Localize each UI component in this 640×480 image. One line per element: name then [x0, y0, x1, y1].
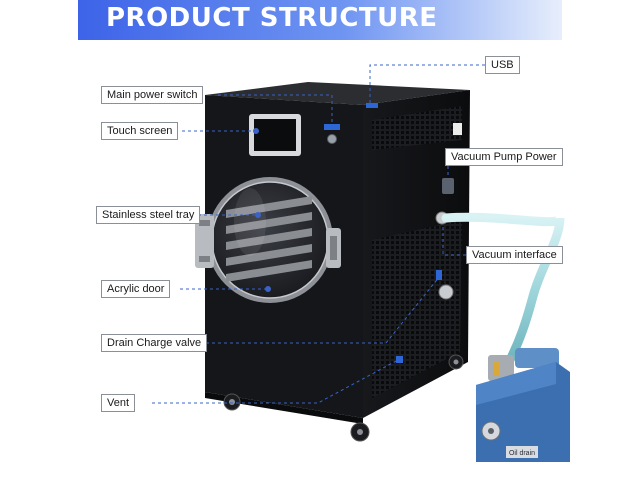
marker-acrylic-door [265, 286, 271, 292]
stainless-steel-trays [226, 196, 312, 282]
drain-valve [436, 270, 454, 300]
vent-port [396, 356, 403, 363]
side-vent-grille [372, 220, 462, 398]
door-handle [326, 228, 341, 268]
touch-screen-panel [249, 114, 301, 156]
vacuum-pump-power-socket [442, 178, 454, 194]
acrylic-door [207, 177, 333, 303]
leader-usb [369, 64, 485, 103]
pump-oil-drain-plate [506, 446, 538, 458]
label-drain-charge-valve: Drain Charge valve [101, 334, 208, 352]
warning-sticker [453, 123, 462, 135]
marker-touch-screen [253, 128, 259, 134]
freeze-dryer-cabinet [205, 82, 470, 424]
front-bottom-edge [205, 392, 363, 424]
label-stainless-steel-tray: Stainless steel tray [96, 206, 201, 224]
vacuum-pump: Oil drain [476, 348, 570, 462]
side-top-grille [372, 106, 462, 150]
leader-markers [253, 128, 271, 292]
label-vent: Vent [101, 394, 136, 412]
pump-oil-drain-label: Oil drain [509, 450, 535, 457]
label-vacuum-interface: Vacuum interface [466, 246, 563, 264]
casters [223, 354, 464, 442]
label-vacuum-pump-power: Vacuum Pump Power [445, 148, 563, 166]
vacuum-hose [441, 212, 565, 365]
label-usb: USB [485, 56, 520, 74]
label-touch-screen: Touch screen [101, 122, 179, 140]
cabinet-top [205, 82, 470, 105]
label-acrylic-door: Acrylic door [101, 280, 171, 298]
door-hinge [195, 214, 214, 268]
page-title: PRODUCT STRUCTURE [106, 3, 438, 33]
leader-drain-charge-valve [194, 275, 441, 344]
label-main-power-switch: Main power switch [101, 86, 204, 104]
marker-stainless-steel-tray [255, 212, 261, 218]
leader-vacuum-interface [442, 224, 466, 256]
header-banner: PRODUCT STRUCTURE [78, 0, 562, 40]
leader-vent [152, 359, 399, 404]
usb-port [366, 103, 378, 108]
main-power-switch [324, 124, 340, 144]
leader-main-power-switch [218, 94, 333, 124]
